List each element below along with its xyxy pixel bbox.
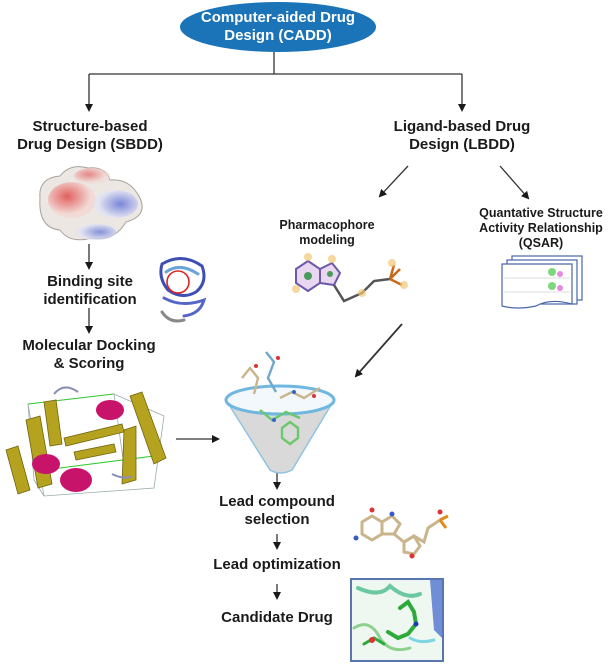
binding-site-label: Binding site identification (43, 273, 137, 308)
arrow-to-pharmacophore (378, 165, 409, 198)
cadd-root-node: Computer-aided Drug Design (CADD) (180, 2, 376, 52)
lead-molecule-image (353, 507, 449, 559)
binding-site-protein-image (159, 257, 207, 323)
pharmacophore-label: Pharmacophore modeling (279, 218, 375, 247)
pharmacophore-molecule-image (292, 253, 408, 303)
arrow-to-qsar (499, 165, 530, 200)
candidate-drug-label: Candidate Drug (221, 609, 333, 626)
qsar-label: Quantative Structure Activity Relationsh… (479, 206, 603, 250)
arrow-lbdd-to-funnel (354, 323, 403, 378)
qsar-table-stack-image (501, 255, 583, 309)
candidate-drug-complex-image (350, 578, 444, 662)
lbdd-label: Ligand-based Drug Design (LBDD) (393, 118, 531, 153)
sbdd-label: Structure-based Drug Design (SBDD) (17, 118, 163, 153)
lead-optimization-label: Lead optimization (213, 556, 341, 573)
docking-label: Molecular Docking & Scoring (22, 337, 156, 372)
protein-surface-image (39, 166, 143, 241)
virtual-screening-funnel-image (224, 351, 336, 474)
docking-box-image (5, 386, 167, 497)
lead-compound-selection-label: Lead compound selection (219, 493, 335, 528)
